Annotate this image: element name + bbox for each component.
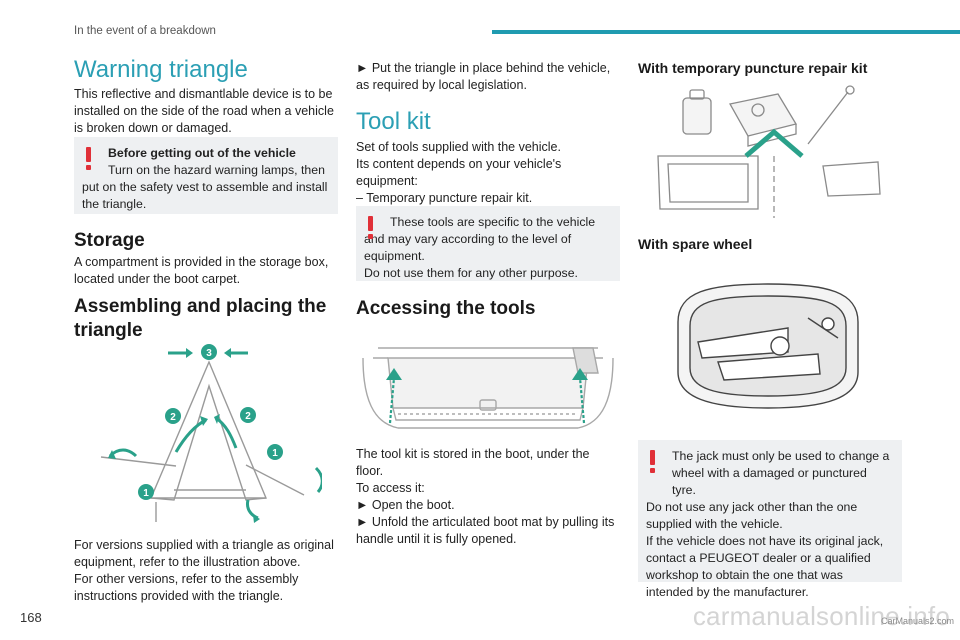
storage-heading: Storage [74,230,145,251]
tool-kit-title: Tool kit [356,108,431,135]
triangle-after-text: For versions supplied with a triangle as… [74,538,334,603]
figure-label-1b: 1 [143,488,149,499]
warning-exclamation-icon [367,216,375,240]
access-text: The tool kit is stored in the boot, unde… [356,447,615,546]
warning-exclamation-icon [85,147,93,171]
place-triangle-step: ► Put the triangle in place behind the v… [356,61,611,92]
page-number: 168 [20,610,42,625]
warning-box-hazard: Before getting out of the vehicle Turn o… [74,137,338,214]
jack-warning-rest: Do not use any jack other than the one s… [646,500,884,599]
watermark: carmanualsonline.info [692,601,950,631]
tools-warning-rest: and may vary according to the level of e… [364,232,578,280]
repair-kit-figure [657,85,881,218]
figure-label-1a: 1 [272,448,278,459]
warning-box-tools: These tools are specific to the vehicle … [356,206,620,281]
warning-line1: Turn on the hazard warning lamps, then [108,163,325,177]
figure-label-2a: 2 [170,412,176,423]
spare-wheel-heading: With spare wheel [638,236,753,252]
jack-warning-line2: wheel with a damaged or punctured tyre. [672,466,867,497]
jack-warning-line1: The jack must only be used to change a [672,449,890,463]
tools-warning-line1: These tools are specific to the vehicle [390,215,596,229]
assembling-heading: Assembling and placing the triangle [74,296,327,341]
warning-triangle-intro: This reflective and dismantlable device … [74,87,334,135]
warning-rest: put on the safety vest to assemble and i… [82,180,328,211]
watermark-sub: CarManuals2.com [880,616,954,626]
spare-wheel-figure [677,283,859,409]
warning-triangle-title: Warning triangle [74,56,248,83]
storage-text: A compartment is provided in the storage… [74,255,329,286]
running-header: In the event of a breakdown [74,25,216,37]
repair-kit-heading: With temporary puncture repair kit [638,60,868,76]
header-accent-bar [492,30,960,34]
triangle-assembly-figure: 3 2 2 1 1 [100,344,322,523]
warning-box-jack: The jack must only be used to change a w… [638,440,902,599]
warning-exclamation-icon [649,450,657,474]
figure-label-2b: 2 [245,411,251,422]
figure-label-3: 3 [206,348,212,359]
warning-heading: Before getting out of the vehicle [108,146,296,160]
boot-floor-figure [362,347,614,429]
accessing-tools-heading: Accessing the tools [356,298,536,319]
